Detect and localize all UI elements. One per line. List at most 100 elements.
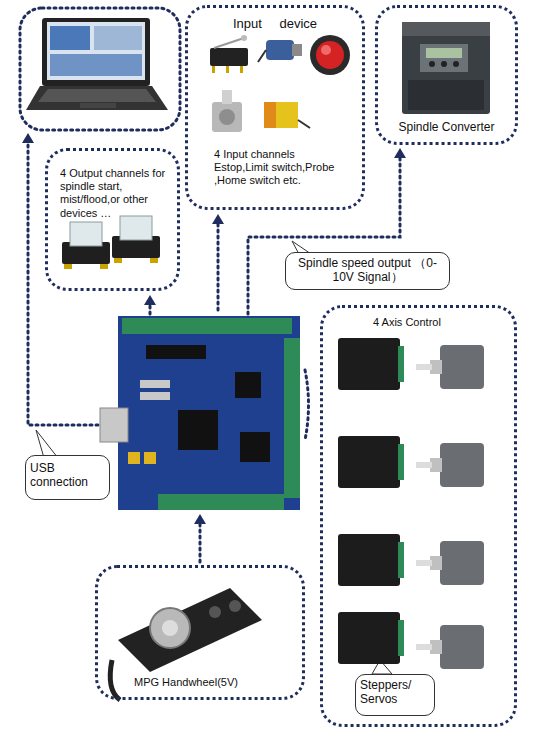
relay-modules: [62, 216, 160, 269]
stepper-drivers: [338, 338, 400, 390]
controller-board: [235, 372, 261, 398]
usb-callout: USB connection: [25, 455, 110, 500]
input-group-box: Input device 4 Input channels Estop,Limit…: [185, 5, 365, 210]
controller-board: [146, 345, 206, 359]
vfd-drive: [453, 61, 459, 67]
controller-board: [178, 410, 218, 450]
input-devices: [321, 45, 331, 55]
callout-tail: [36, 430, 58, 458]
controller-board: [140, 380, 170, 388]
laptop-group: [42, 18, 150, 86]
mpg-group-box: MPG Handwheel(5V): [95, 565, 305, 700]
input-devices: [219, 109, 235, 125]
stepper-drivers: [398, 346, 404, 382]
stepper-motors: [416, 364, 432, 370]
vfd-drive: [420, 44, 468, 72]
input-devices: [214, 38, 244, 48]
vfd-drive: [402, 22, 490, 36]
input-devices: [212, 66, 215, 73]
arrow-head: [22, 133, 34, 143]
node-label: MPG Handwheel(5V): [134, 676, 284, 689]
controller-board: [100, 408, 128, 442]
relay-modules: [114, 258, 122, 263]
input-devices: [292, 44, 302, 56]
node-label: 4 Axis Control: [373, 316, 493, 329]
arrow-head: [22, 133, 406, 524]
laptop-group: [80, 103, 116, 108]
arrow-head: [212, 214, 224, 224]
mpg-handwheel: [118, 588, 262, 672]
vfd-drive: [441, 61, 447, 67]
input-devices: [226, 66, 229, 73]
signal-callout: Spindle speed output （0-10V Signal）: [285, 252, 450, 290]
mpg-handwheel: [110, 660, 120, 700]
dotted-connector: [217, 224, 220, 310]
stepper-motors: [416, 462, 432, 468]
input-devices: [298, 120, 310, 128]
node-label: USB connection: [30, 461, 105, 490]
controller-board: [158, 494, 284, 510]
input-devices: [210, 35, 350, 132]
input-devices: [241, 35, 247, 41]
relay-modules: [100, 264, 108, 269]
laptop-group: [20, 8, 180, 130]
dotted-connector: [199, 522, 202, 562]
mpg-handwheel: [150, 608, 190, 648]
controller-board: [100, 316, 300, 510]
vfd-drive: [408, 80, 484, 110]
input-devices: [264, 102, 298, 128]
arrow-head: [394, 148, 406, 158]
input-devices: [240, 66, 243, 73]
vfd-drive: [426, 48, 462, 58]
stepper-motors: [416, 345, 484, 669]
laptop-group: [20, 8, 180, 130]
controller-board: [140, 392, 170, 400]
input-devices: [222, 90, 232, 104]
mpg-handwheel: [162, 620, 178, 636]
mpg-handwheel: [229, 600, 241, 612]
node-label: Steppers/ Servos: [360, 678, 430, 707]
laptop-group: [26, 86, 168, 110]
laptop-group: [94, 26, 142, 50]
relay-modules: [64, 264, 72, 269]
laptop-group: [38, 89, 156, 102]
node-label: 4 Input channels Estop,Limit switch,Prob…: [214, 148, 348, 188]
stepper-drivers: [398, 542, 404, 578]
stepper-drivers: [398, 444, 404, 480]
controller-board: [240, 432, 270, 462]
controller-board: [284, 338, 300, 498]
node-label: Input device: [188, 16, 362, 32]
mpg-handwheel: [209, 606, 221, 618]
axis-group-box: 4 Axis ControlSteppers/ Servos: [320, 305, 517, 727]
dotted-connector: [305, 370, 309, 440]
stepper-drivers: [398, 620, 404, 656]
vfd-drive: [402, 22, 490, 114]
stepper-drivers: [338, 612, 400, 664]
arrow-head: [194, 514, 206, 524]
stepper-motors: [416, 644, 432, 650]
laptop-group: [47, 22, 145, 80]
node-label: 4 Output channels for spindle start, mis…: [60, 167, 175, 220]
relay-modules: [120, 216, 152, 240]
drive-callout: Steppers/ Servos: [355, 674, 435, 716]
controller-board: [118, 316, 300, 510]
stepper-motors: [416, 560, 432, 566]
stepper-motors: [440, 443, 484, 487]
relay-modules: [70, 222, 102, 246]
input-devices: [264, 102, 276, 128]
arrow-head: [144, 295, 156, 305]
input-devices: [316, 41, 344, 69]
output-group-box: 4 Output channels for spindle start, mis…: [45, 148, 180, 291]
input-devices: [212, 102, 242, 132]
node-label: Spindle Converter: [378, 120, 515, 134]
input-devices: [266, 40, 294, 60]
stepper-motors: [440, 625, 484, 669]
spindle-converter-box: Spindle Converter: [375, 5, 518, 145]
controller-board: [144, 452, 156, 464]
dotted-connector: [149, 304, 152, 314]
stepper-motors: [440, 345, 484, 389]
controller-board: [128, 452, 140, 464]
laptop-group: [50, 26, 90, 50]
